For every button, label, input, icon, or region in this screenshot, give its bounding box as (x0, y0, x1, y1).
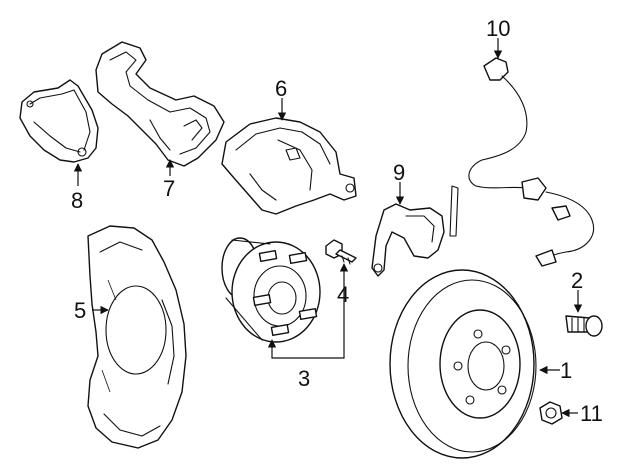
hub-bolt-part (325, 239, 357, 265)
brake-caliper-part (221, 117, 357, 215)
callout-5: 5 (74, 298, 86, 323)
brake-pad-part (19, 79, 99, 163)
abs-sensor-part (468, 57, 594, 267)
splash-shield-part (87, 225, 187, 449)
callout-11: 11 (580, 401, 603, 426)
callout-4: 4 (337, 282, 349, 307)
callout-10: 10 (486, 16, 510, 41)
leader-lines (73, 38, 583, 418)
callout-1: 1 (560, 358, 572, 383)
wheel-stud (252, 249, 318, 337)
callout-6: 6 (275, 76, 287, 101)
callout-3: 3 (298, 366, 310, 391)
hub-bearing-part (221, 237, 321, 343)
lug-nut-part (539, 401, 563, 425)
rotor-screw-part (565, 315, 603, 337)
callout-7: 7 (163, 176, 175, 201)
caliper-bracket-part (95, 41, 225, 167)
callout-8: 8 (71, 188, 83, 213)
brake-rotor-part (389, 269, 537, 459)
callout-2: 2 (571, 268, 583, 293)
callout-labels: 1 2 3 4 5 6 7 8 9 10 11 (71, 16, 603, 426)
callout-9: 9 (393, 160, 405, 185)
brake-hose-part (371, 185, 459, 277)
